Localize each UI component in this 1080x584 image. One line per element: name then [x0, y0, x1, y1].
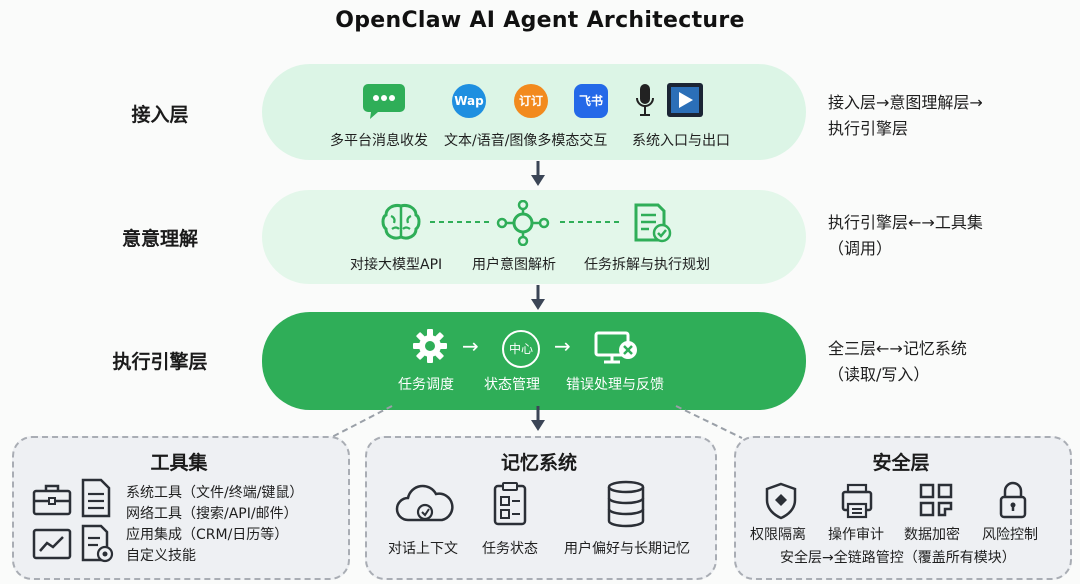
security-item-isolation: 权限隔离 — [750, 527, 806, 543]
dashed-connector-2 — [560, 221, 622, 223]
tools-line-integration: 应用集成（CRM/日历等） — [126, 527, 289, 543]
intent-note-line-1: 执行引擎层←→工具集 — [828, 213, 983, 232]
task-status-icon — [493, 482, 527, 526]
engine-note-line-2: （读取/写入） — [828, 365, 930, 384]
tools-module-title: 工具集 — [150, 452, 208, 474]
memory-module-title: 记忆系统 — [500, 452, 577, 474]
intent-layer-block — [262, 190, 806, 284]
access-layer-label: 接入层 — [131, 104, 189, 126]
engine-item-state-management: 状态管理 — [484, 377, 540, 393]
engine-layer-label: 执行引擎层 — [112, 351, 208, 373]
security-item-audit: 操作审计 — [828, 527, 884, 543]
access-note-line-1: 接入层→意图理解层→ — [828, 93, 983, 112]
data-encryption-icon — [919, 483, 953, 517]
intent-note-line-2: （调用） — [828, 239, 893, 258]
dingding-icon: 订订 — [514, 84, 548, 118]
module-connectors — [329, 405, 743, 439]
document-settings-icon — [81, 524, 114, 563]
tools-module — [12, 436, 350, 580]
database-icon — [607, 480, 645, 528]
engine-arrow-1: → — [462, 334, 479, 358]
intent-layer-note: 执行引擎层←→工具集 （调用） — [828, 210, 983, 262]
brain-icon — [381, 204, 421, 240]
gear-icon — [413, 329, 447, 363]
intent-network-icon — [496, 200, 550, 246]
down-arrow-2 — [531, 285, 545, 310]
engine-note-line-1: 全三层←→记忆系统 — [828, 339, 967, 358]
intent-item-task-planning: 任务拆解与执行规划 — [584, 257, 710, 273]
feishu-icon-label: 飞书 — [578, 94, 603, 108]
audit-printer-icon — [841, 483, 873, 519]
access-item-multiplatform: 多平台消息收发 — [330, 133, 428, 149]
tools-line-system: 系统工具（文件/终端/键鼠） — [126, 485, 304, 501]
center-badge-label: 中心 — [508, 342, 533, 356]
security-item-encryption: 数据加密 — [904, 527, 960, 543]
chat-bubble-icon — [363, 84, 405, 119]
lock-icon — [999, 481, 1027, 519]
wap-icon: Wap — [452, 84, 486, 118]
screen-player-icon — [667, 83, 703, 117]
tools-line-network: 网络工具（搜索/API/邮件） — [126, 506, 298, 522]
memory-item-preferences: 用户偏好与长期记忆 — [564, 541, 690, 557]
access-note-line-2: 执行引擎层 — [828, 119, 909, 138]
access-item-entry-exit: 系统入口与出口 — [632, 133, 730, 149]
down-arrow-1 — [531, 161, 545, 186]
memory-item-context: 对话上下文 — [388, 541, 458, 557]
wap-icon-label: Wap — [454, 94, 484, 108]
security-module — [734, 436, 1072, 580]
security-module-title: 安全层 — [872, 452, 930, 474]
shield-icon — [765, 482, 797, 520]
access-layer-note: 接入层→意图理解层→ 执行引擎层 — [828, 90, 983, 142]
dingding-icon-label: 订订 — [518, 94, 543, 108]
toolbox-icon — [32, 484, 72, 516]
tools-line-custom: 自定义技能 — [126, 548, 196, 564]
security-item-risk-control: 风险控制 — [982, 527, 1038, 543]
intent-item-llm-api: 对接大模型API — [350, 257, 443, 273]
memory-item-task-state: 任务状态 — [482, 541, 538, 557]
chart-monitor-icon — [32, 528, 72, 560]
diagram-title: OpenClaw AI Agent Architecture — [335, 8, 745, 33]
microphone-icon — [636, 84, 654, 116]
engine-item-scheduling: 任务调度 — [398, 377, 454, 393]
checklist-icon — [634, 203, 672, 243]
engine-arrow-2: → — [554, 334, 571, 358]
intent-layer-label: 意意理解 — [121, 228, 198, 250]
engine-layer-note: 全三层←→记忆系统 （读取/写入） — [828, 336, 967, 388]
feishu-icon: 飞书 — [574, 84, 608, 118]
engine-item-error-handling: 错误处理与反馈 — [566, 377, 664, 393]
monitor-error-icon — [594, 331, 637, 364]
memory-module — [365, 436, 717, 580]
intent-item-intent-parsing: 用户意图解析 — [472, 257, 556, 273]
dashed-connector-1 — [430, 221, 490, 223]
center-badge: 中心 — [502, 330, 540, 368]
access-item-multimodal: 文本/语音/图像多模态交互 — [444, 133, 608, 149]
security-footer: 安全层→全链路管控（覆盖所有模块） — [780, 550, 1016, 566]
cloud-sync-icon — [395, 484, 454, 522]
document-icon — [81, 478, 111, 518]
